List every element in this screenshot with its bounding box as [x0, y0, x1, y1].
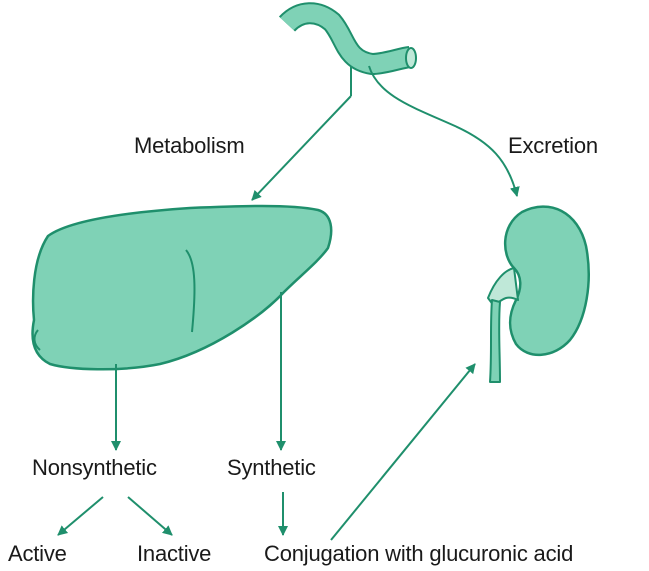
nonsynthetic-label: Nonsynthetic: [32, 457, 157, 479]
active-arrow: [58, 497, 103, 535]
liver-icon: [33, 206, 332, 369]
inactive-arrow: [128, 497, 172, 535]
inactive-label: Inactive: [137, 543, 211, 565]
metabolism-arrow: [252, 96, 351, 200]
excretion-arrow: [369, 66, 517, 196]
conjugation-label: Conjugation with glucuronic acid: [264, 543, 573, 565]
active-label: Active: [8, 543, 67, 565]
conjugation-to-kidney-arrow: [331, 364, 475, 540]
metabolism-label: Metabolism: [134, 135, 244, 157]
tube-icon: [287, 13, 416, 68]
kidney-icon: [488, 207, 589, 382]
excretion-label: Excretion: [508, 135, 598, 157]
synthetic-label: Synthetic: [227, 457, 316, 479]
